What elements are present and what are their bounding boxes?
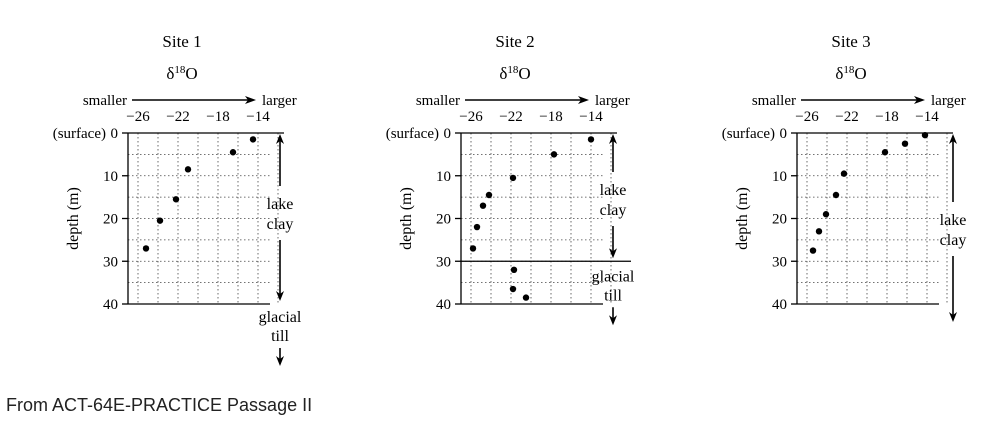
site-2-chart: Site 2 δ18O smaller larger −26 −22 −18 −14 0 10 20… <box>386 32 635 326</box>
data-point <box>142 245 150 252</box>
lake-clay-arrow-top <box>609 134 617 144</box>
glacial-till-label: till <box>604 287 622 304</box>
x-tick-label: −26 <box>126 109 150 125</box>
chart-title: Site 1 <box>162 32 201 51</box>
surface-label: (surface) <box>722 126 775 142</box>
data-point <box>485 191 493 199</box>
lake-clay-arrow-bottom <box>949 312 957 322</box>
source-caption: From ACT-64E-PRACTICE Passage II <box>6 395 313 415</box>
x-tick-label: −14 <box>915 109 939 125</box>
x-tick-label: −26 <box>459 109 483 125</box>
lake-clay-arrow-top <box>949 134 957 144</box>
x-tick-label: −22 <box>499 109 522 125</box>
glacial-till-arrow-head <box>609 315 617 326</box>
lake-clay-label: lake <box>600 182 627 199</box>
x-tick-label: −14 <box>246 109 270 125</box>
y-tick-label: 20 <box>103 212 118 228</box>
data-point <box>550 151 558 158</box>
direction-arrow-head <box>914 96 925 104</box>
y-axis-label: depth (m) <box>734 187 751 250</box>
data-point <box>901 140 909 147</box>
lake-clay-arrow-bottom <box>609 248 617 259</box>
glacial-till-label: glacial <box>259 309 302 326</box>
chart-title: Site 2 <box>495 32 534 51</box>
data-point <box>921 131 929 139</box>
data-point <box>832 191 840 199</box>
data-point <box>509 285 517 293</box>
data-point <box>473 223 481 231</box>
site-1-chart: Site 1 δ18O smaller larger −26 −22 −18 −14 0 10 20… <box>53 32 302 366</box>
y-tick-label: 40 <box>436 297 451 313</box>
larger-label: larger <box>595 93 630 109</box>
lake-clay-arrow-bottom <box>276 291 284 301</box>
smaller-label: smaller <box>416 93 460 109</box>
y-tick-label: 20 <box>436 212 451 228</box>
data-point <box>809 247 817 254</box>
data-point <box>510 266 518 273</box>
data-point <box>156 217 164 224</box>
x-tick-label: −18 <box>539 109 562 125</box>
y-tick-label: 10 <box>436 169 451 185</box>
y-tick-label: 0 <box>444 126 452 142</box>
lake-clay-label: clay <box>267 216 294 233</box>
data-point <box>840 170 848 177</box>
data-point <box>815 228 823 235</box>
smaller-label: smaller <box>752 93 796 109</box>
y-tick-label: 30 <box>103 254 118 270</box>
data-point <box>479 202 487 209</box>
data-point <box>172 196 180 203</box>
y-tick-label: 0 <box>780 126 788 142</box>
surface-label: (surface) <box>53 126 106 142</box>
glacial-till-arrow-head <box>276 356 284 366</box>
data-point <box>881 149 889 156</box>
x-tick-label: −22 <box>166 109 189 125</box>
glacial-till-label: glacial <box>592 268 635 285</box>
larger-label: larger <box>931 93 966 109</box>
y-tick-label: 0 <box>111 126 119 142</box>
data-point <box>522 294 530 301</box>
lake-clay-label: lake <box>940 212 967 229</box>
x-tick-label: −22 <box>835 109 858 125</box>
x-tick-label: −14 <box>579 109 603 125</box>
x-tick-label: −18 <box>206 109 229 125</box>
y-axis-label: depth (m) <box>65 187 82 250</box>
variable-label: δ18O <box>835 64 866 83</box>
y-tick-label: 10 <box>772 169 787 185</box>
lake-clay-label: clay <box>600 202 627 219</box>
data-point <box>509 174 517 182</box>
surface-label: (surface) <box>386 126 439 142</box>
y-tick-label: 40 <box>772 297 787 313</box>
y-tick-label: 30 <box>436 254 451 270</box>
data-point <box>587 136 595 143</box>
direction-arrow-head <box>578 96 589 104</box>
x-tick-label: −26 <box>795 109 819 125</box>
lake-clay-label: clay <box>940 232 967 249</box>
data-point <box>469 245 477 252</box>
larger-label: larger <box>262 93 297 109</box>
site-3-chart: Site 3 δ18O smaller larger −26 −22 −18 −14 0 10 20… <box>722 32 967 322</box>
smaller-label: smaller <box>83 93 127 109</box>
y-tick-label: 30 <box>772 254 787 270</box>
variable-label: δ18O <box>499 64 530 83</box>
y-axis-label: depth (m) <box>398 187 415 250</box>
glacial-till-label: till <box>271 328 289 345</box>
data-point <box>822 211 830 218</box>
data-point <box>184 166 192 173</box>
data-point <box>249 136 257 143</box>
y-tick-label: 20 <box>772 212 787 228</box>
lake-clay-arrow-top <box>276 134 284 144</box>
y-tick-label: 10 <box>103 169 118 185</box>
data-point <box>229 149 237 156</box>
direction-arrow-head <box>245 96 256 104</box>
lake-clay-label: lake <box>267 196 294 213</box>
chart-title: Site 3 <box>831 32 870 51</box>
variable-label: δ18O <box>166 64 197 83</box>
x-tick-label: −18 <box>875 109 898 125</box>
y-tick-label: 40 <box>103 297 118 313</box>
